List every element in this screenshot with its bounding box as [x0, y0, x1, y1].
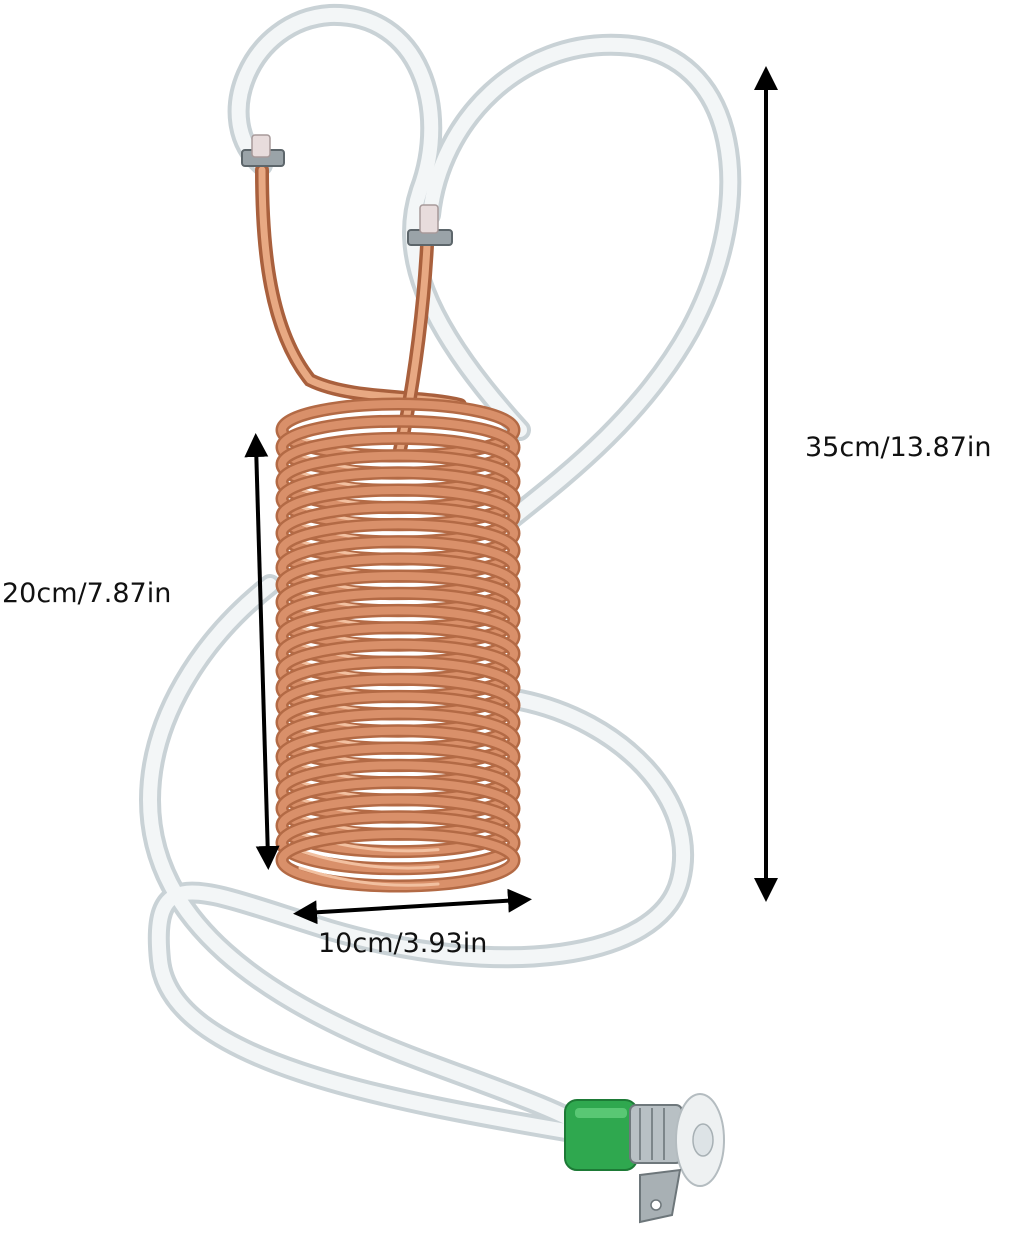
clear-tubing — [138, 3, 742, 1146]
hose-clamp-left — [241, 134, 285, 167]
hose-connector — [564, 1093, 725, 1224]
coil-height-label: 20cm/7.87in — [2, 578, 172, 609]
coil-ring-shine — [298, 866, 440, 887]
dimension-arrows — [244, 66, 778, 925]
coil-diameter-label: 10cm/3.93in — [318, 928, 488, 959]
coil-ring-shine — [298, 849, 440, 870]
hose-clamp-right — [407, 204, 453, 246]
copper-coil — [275, 397, 521, 893]
coil-height-arrow — [244, 433, 280, 870]
coil-width-arrow — [293, 888, 532, 925]
total-height-label: 35cm/13.87in — [805, 432, 992, 463]
